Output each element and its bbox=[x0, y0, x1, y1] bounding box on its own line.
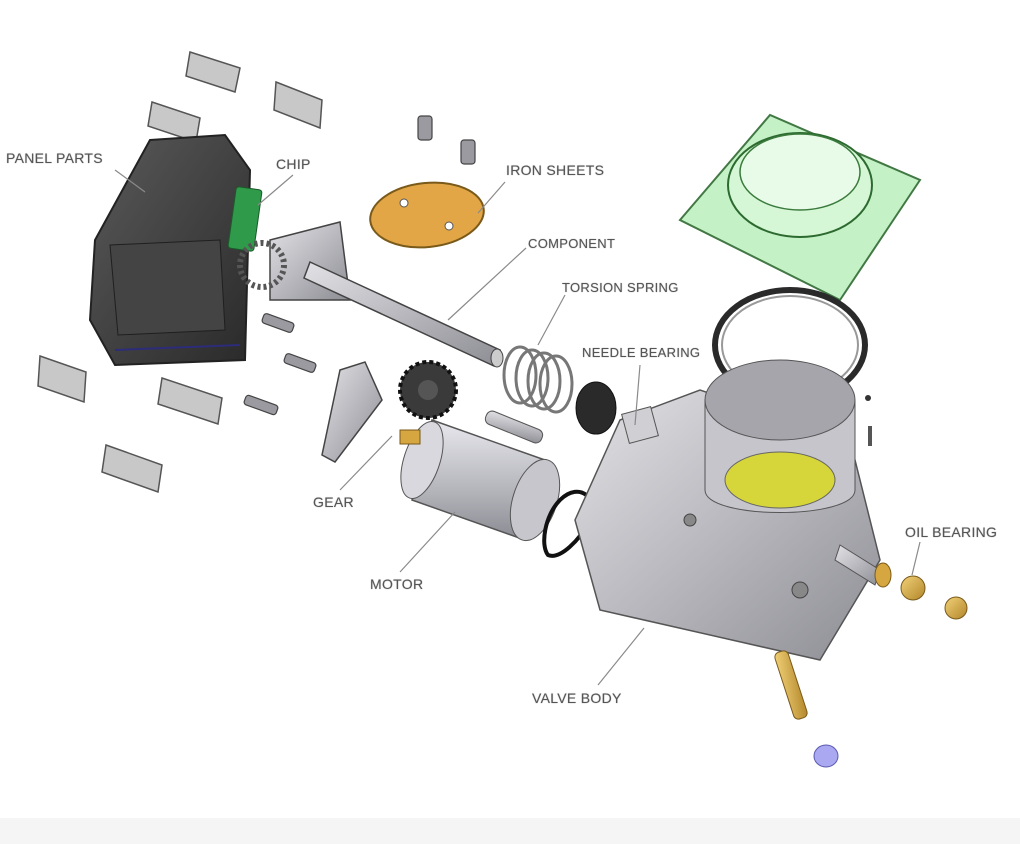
label-torsion-spring: TORSION SPRING bbox=[562, 280, 679, 295]
exploded-diagram: PANEL PARTS CHIP IRON SHEETS COMPONENT T… bbox=[6, 51, 998, 768]
label-motor: MOTOR bbox=[370, 576, 424, 592]
torsion-spring bbox=[502, 345, 574, 414]
label-oil-bearing: OIL BEARING bbox=[905, 524, 998, 540]
label-gear: GEAR bbox=[313, 494, 354, 510]
label-iron-sheets: IRON SHEETS bbox=[506, 162, 605, 178]
oil-bearing-1 bbox=[900, 575, 926, 601]
gear-plate bbox=[321, 361, 383, 463]
green-cover bbox=[678, 113, 922, 302]
end-cap bbox=[813, 744, 839, 768]
label-chip: CHIP bbox=[276, 156, 311, 172]
label-valve-body: VALVE BODY bbox=[532, 690, 622, 706]
oil-bearing-2 bbox=[944, 596, 968, 620]
chip-board bbox=[227, 186, 263, 252]
seal-ring bbox=[542, 489, 595, 558]
valve-body bbox=[574, 359, 892, 661]
footer-bar bbox=[0, 818, 1020, 844]
brass-shaft bbox=[774, 650, 808, 720]
pin bbox=[484, 410, 544, 444]
motor bbox=[399, 419, 561, 542]
label-panel-parts: PANEL PARTS bbox=[6, 150, 103, 166]
bracket-clips bbox=[37, 51, 323, 494]
leader-lines bbox=[114, 169, 921, 686]
component-shaft bbox=[237, 221, 504, 368]
label-component: COMPONENT bbox=[528, 236, 616, 251]
diagram-artwork bbox=[37, 51, 968, 768]
screws bbox=[243, 115, 476, 416]
panel-parts-housing bbox=[88, 133, 252, 367]
bushing bbox=[575, 381, 617, 435]
label-needle-bearing: NEEDLE BEARING bbox=[582, 345, 701, 360]
iron-sheet bbox=[369, 181, 485, 249]
